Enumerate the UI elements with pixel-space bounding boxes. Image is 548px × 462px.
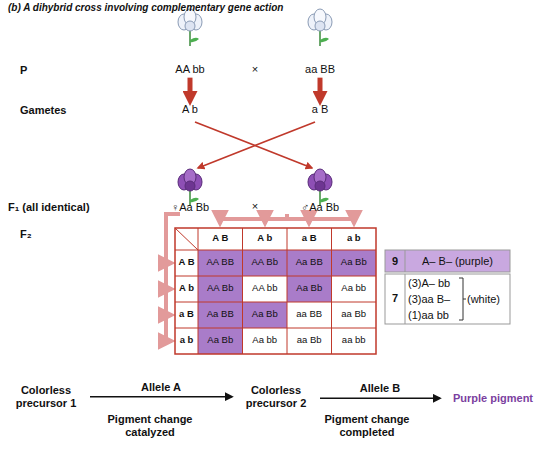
- gamete-header: A b: [176, 283, 198, 294]
- punnett-cell: aa BB: [288, 309, 330, 320]
- genotype: ♂Aa Bb: [292, 201, 348, 214]
- gamete-header: A B: [176, 257, 198, 268]
- purple-flower: [178, 169, 202, 206]
- ratio-number: 9: [386, 255, 404, 268]
- gamete-header: A B: [199, 233, 241, 244]
- genotype-class: (3)aa B–: [408, 293, 460, 306]
- row-label: Gametes: [20, 104, 90, 117]
- gamete-header: a B: [288, 233, 330, 244]
- punnett-cell: Aa Bb: [199, 335, 241, 346]
- punnett-cell: AA BB: [199, 257, 241, 268]
- gamete-arrow: [188, 78, 193, 100]
- gamete-header: a b: [333, 233, 375, 244]
- node-text: a B: [300, 103, 340, 116]
- punnett-cell: aa Bb: [333, 309, 375, 320]
- punnett-cell: Aa bb: [333, 283, 375, 294]
- edge-label: Allele A: [139, 381, 183, 393]
- white-flower: [308, 9, 332, 46]
- genotype-class: (3)A– bb: [408, 277, 460, 290]
- ratio-table: [385, 250, 510, 324]
- genotype-node: aa BB: [295, 63, 345, 76]
- row-label: F₁ (all identical): [8, 201, 118, 214]
- enzyme-note: Pigment change completed: [312, 413, 422, 438]
- purple-cell: [198, 276, 243, 302]
- punnett-cell: Aa Bb: [288, 283, 330, 294]
- gamete-header: A b: [244, 233, 286, 244]
- pathway-node: Colorless precursor 1: [6, 384, 86, 409]
- cross-line: [198, 122, 315, 168]
- gamete-arrow: [220, 214, 354, 219]
- purple-cell: [243, 302, 288, 328]
- gamete-arrow: [318, 78, 323, 100]
- punnett-cell: aa bb: [333, 335, 375, 346]
- punnett-cell: Aa BB: [199, 309, 241, 320]
- gamete-arrow: [164, 220, 168, 341]
- gamete-header: a B: [176, 309, 198, 320]
- genotype-node: AA bb: [165, 63, 215, 76]
- punnett-cell: AA Bb: [199, 283, 241, 294]
- gamete-node: a B: [300, 103, 340, 116]
- punnett-cell: AA bb: [244, 283, 286, 294]
- purple-cell: [243, 250, 288, 276]
- row-label: P: [20, 64, 40, 77]
- bracket: [459, 278, 466, 320]
- figure-title: (b) A dihybrid cross involving complemen…: [8, 2, 283, 13]
- purple-cell: [287, 276, 332, 302]
- cross-symbol: ×: [247, 63, 263, 76]
- ratio-number: 7: [386, 292, 404, 305]
- genotype-class: (1)aa bb: [408, 309, 460, 322]
- purple-cell: [198, 302, 243, 328]
- purple-cell: [198, 328, 243, 354]
- purple-cell: [287, 250, 332, 276]
- purple-cell: [198, 250, 243, 276]
- edge-label: Allele B: [358, 382, 402, 394]
- row-label: F₂: [20, 228, 50, 241]
- gamete-node: A b: [170, 103, 210, 116]
- genotype: ♀Aa Bb: [162, 201, 218, 214]
- node-text: AA bb: [165, 63, 215, 76]
- punnett-cell: AA Bb: [244, 257, 286, 268]
- node-text: Colorless precursor 2: [236, 384, 316, 409]
- punnett-cell: aa Bb: [288, 335, 330, 346]
- node-text: Colorless precursor 1: [6, 384, 86, 409]
- gamete-header: a b: [176, 335, 198, 346]
- purple-flower: [308, 169, 332, 206]
- enzyme-note: Pigment change catalyzed: [95, 413, 205, 438]
- node-text: Purple pigment: [444, 392, 542, 405]
- purple-cell: [332, 250, 377, 276]
- node-text: A b: [170, 103, 210, 116]
- gamete-arrow: [166, 214, 180, 220]
- white-flower: [178, 9, 202, 46]
- punnett-cell: Aa BB: [288, 257, 330, 268]
- cross-line: [195, 122, 312, 168]
- cross-symbol: ×: [247, 200, 263, 213]
- pigment-node: Purple pigment: [444, 392, 542, 405]
- phenotype: (white): [467, 293, 509, 306]
- punnett-cell: Aa Bb: [333, 257, 375, 268]
- punnett-cell: Aa bb: [244, 335, 286, 346]
- pathway-node: Colorless precursor 2: [236, 384, 316, 409]
- node-text: aa BB: [295, 63, 345, 76]
- pathway-arrow: [320, 398, 440, 400]
- punnett-cell: Aa Bb: [244, 309, 286, 320]
- phenotype: A– B– (purple): [406, 255, 509, 268]
- punnett-grid: [175, 228, 376, 354]
- pathway-arrow: [90, 396, 232, 398]
